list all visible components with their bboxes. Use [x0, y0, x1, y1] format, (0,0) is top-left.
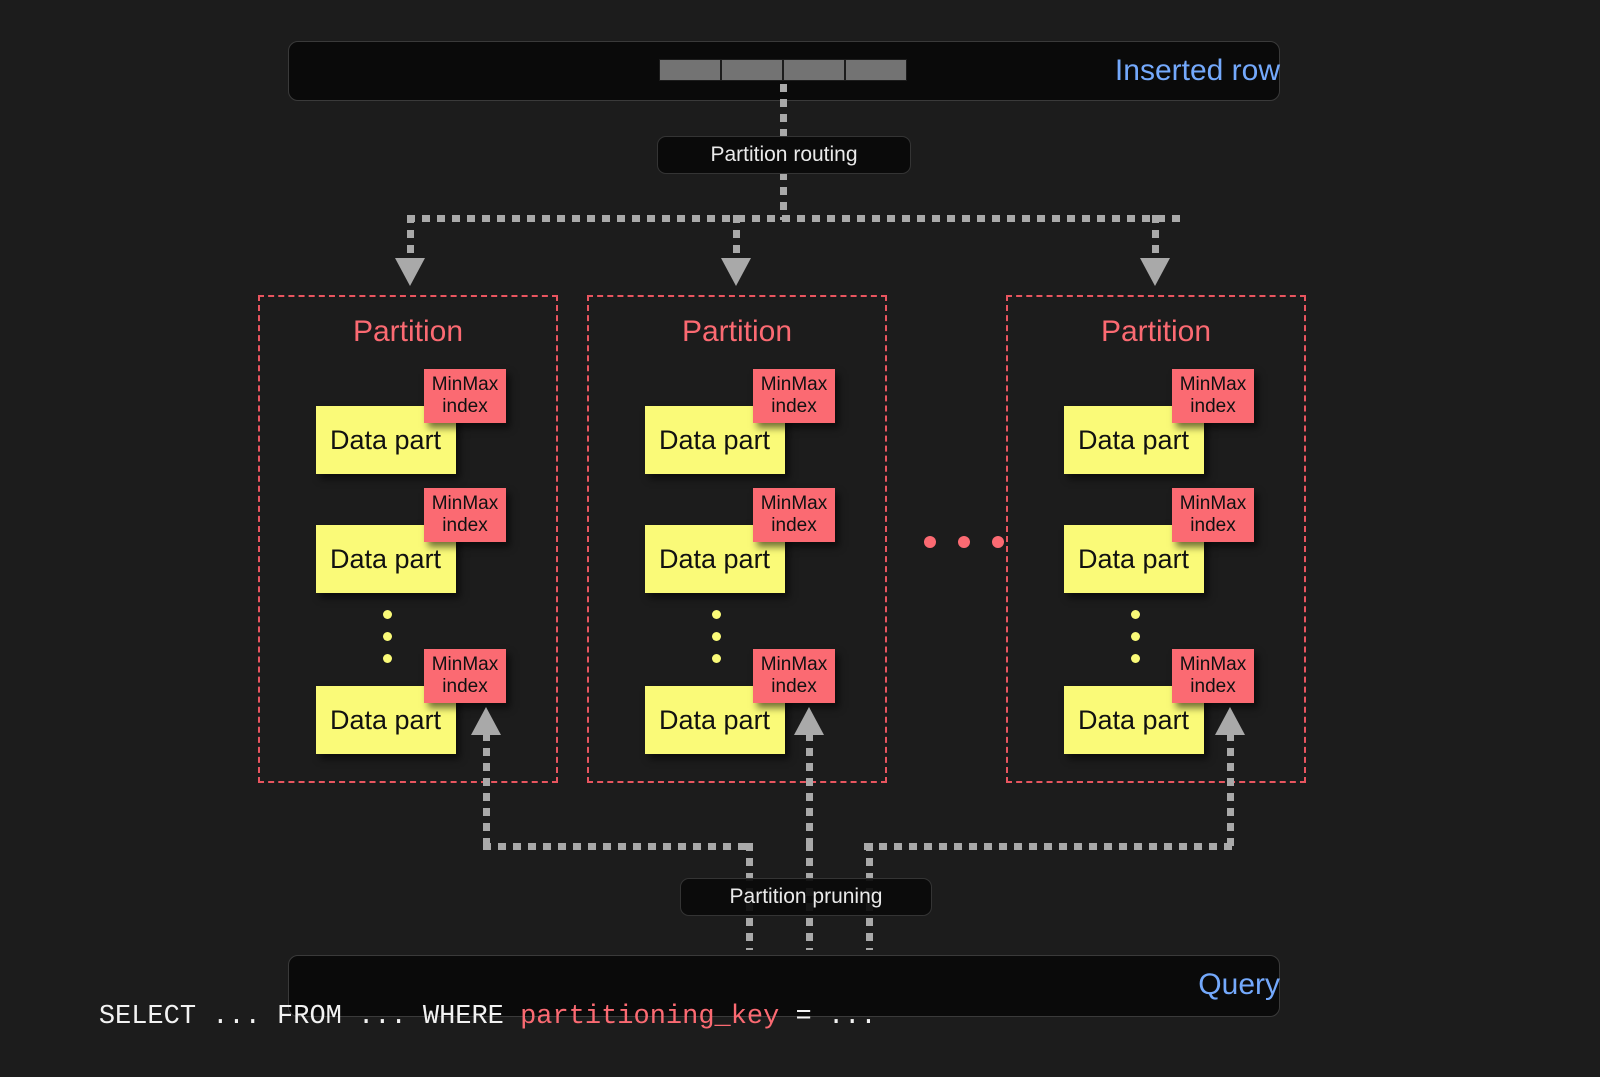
data-part-box: Data part [1064, 525, 1204, 593]
inserted-row-label: Inserted row [1114, 54, 1280, 87]
query-partitioning-key: partitioning_key [520, 1002, 780, 1032]
row-cell [783, 59, 845, 81]
connector-bus-to-partition-3 [1152, 215, 1159, 263]
ellipsis-dot [712, 610, 721, 619]
partition-box-3: Partition [1006, 295, 1306, 783]
ellipsis-dot [712, 632, 721, 641]
ellipsis-dot [1131, 610, 1140, 619]
data-part-label: Data part [1078, 543, 1190, 574]
pruning-bus-right [864, 843, 1234, 850]
ellipsis-dot [712, 654, 721, 663]
data-part-label: Data part [330, 543, 442, 574]
ellipsis-dot [1131, 632, 1140, 641]
ellipsis-dot [1131, 654, 1140, 663]
connector-pruning-to-partition-3 [1227, 733, 1234, 849]
data-part-label: Data part [659, 704, 771, 735]
connector-pruning-to-partition-2 [806, 733, 813, 849]
data-part-box: Data part [316, 406, 456, 474]
partition-box-2: Partition [587, 295, 887, 783]
data-part-box: Data part [1064, 686, 1204, 754]
ellipsis-dot [958, 536, 970, 548]
ellipsis-dot [383, 654, 392, 663]
ellipsis-dot [383, 610, 392, 619]
ellipsis-dot [383, 632, 392, 641]
arrow-into-partition-3-lastpart [1215, 707, 1245, 735]
data-part-label: Data part [330, 704, 442, 735]
partition-ellipsis [924, 536, 1004, 548]
data-part-label: Data part [1078, 424, 1190, 455]
row-cell [721, 59, 783, 81]
query-label: Query [1198, 968, 1280, 1001]
query-sql-text: SELECT ... FROM ... WHERE partitioning_k… [34, 972, 877, 1062]
pruning-bus-left [483, 843, 753, 850]
ellipsis-dot [992, 536, 1004, 548]
partition-routing-label: Partition routing [710, 143, 858, 166]
partition-pruning-chip: Partition pruning [680, 878, 932, 916]
ellipsis-dot [924, 536, 936, 548]
query-bar [288, 955, 1280, 1017]
data-part-ellipsis [712, 610, 721, 676]
row-cell [845, 59, 907, 81]
query-suffix: = ... [779, 1002, 877, 1032]
arrow-into-partition-3 [1140, 258, 1170, 286]
partition-routing-chip: Partition routing [657, 136, 911, 174]
partition-title: Partition [681, 315, 793, 348]
partition-title: Partition [352, 315, 464, 348]
data-part-ellipsis [1131, 610, 1140, 676]
data-part-label: Data part [659, 543, 771, 574]
partition-title: Partition [1100, 315, 1212, 348]
connector-pruning-to-partition-1 [483, 733, 490, 849]
distribution-bus [407, 215, 1183, 222]
connector-bus-to-partition-1 [407, 215, 414, 263]
connector-bus-to-partition-2 [733, 215, 740, 263]
data-part-label: Data part [659, 424, 771, 455]
partition-pruning-label: Partition pruning [729, 885, 883, 908]
data-part-label: Data part [1078, 704, 1190, 735]
connector-routing-to-bus [780, 172, 787, 220]
data-part-ellipsis [383, 610, 392, 676]
query-prefix: SELECT ... FROM ... WHERE [98, 1002, 521, 1032]
arrow-into-partition-2 [721, 258, 751, 286]
connector-row-to-routing [780, 84, 787, 138]
arrow-into-partition-2-lastpart [794, 707, 824, 735]
row-cell [659, 59, 721, 81]
inserted-row-cells [659, 59, 907, 81]
arrow-into-partition-1 [395, 258, 425, 286]
arrow-into-partition-1-lastpart [471, 707, 501, 735]
data-part-label: Data part [330, 424, 442, 455]
partition-box-1: Partition [258, 295, 558, 783]
